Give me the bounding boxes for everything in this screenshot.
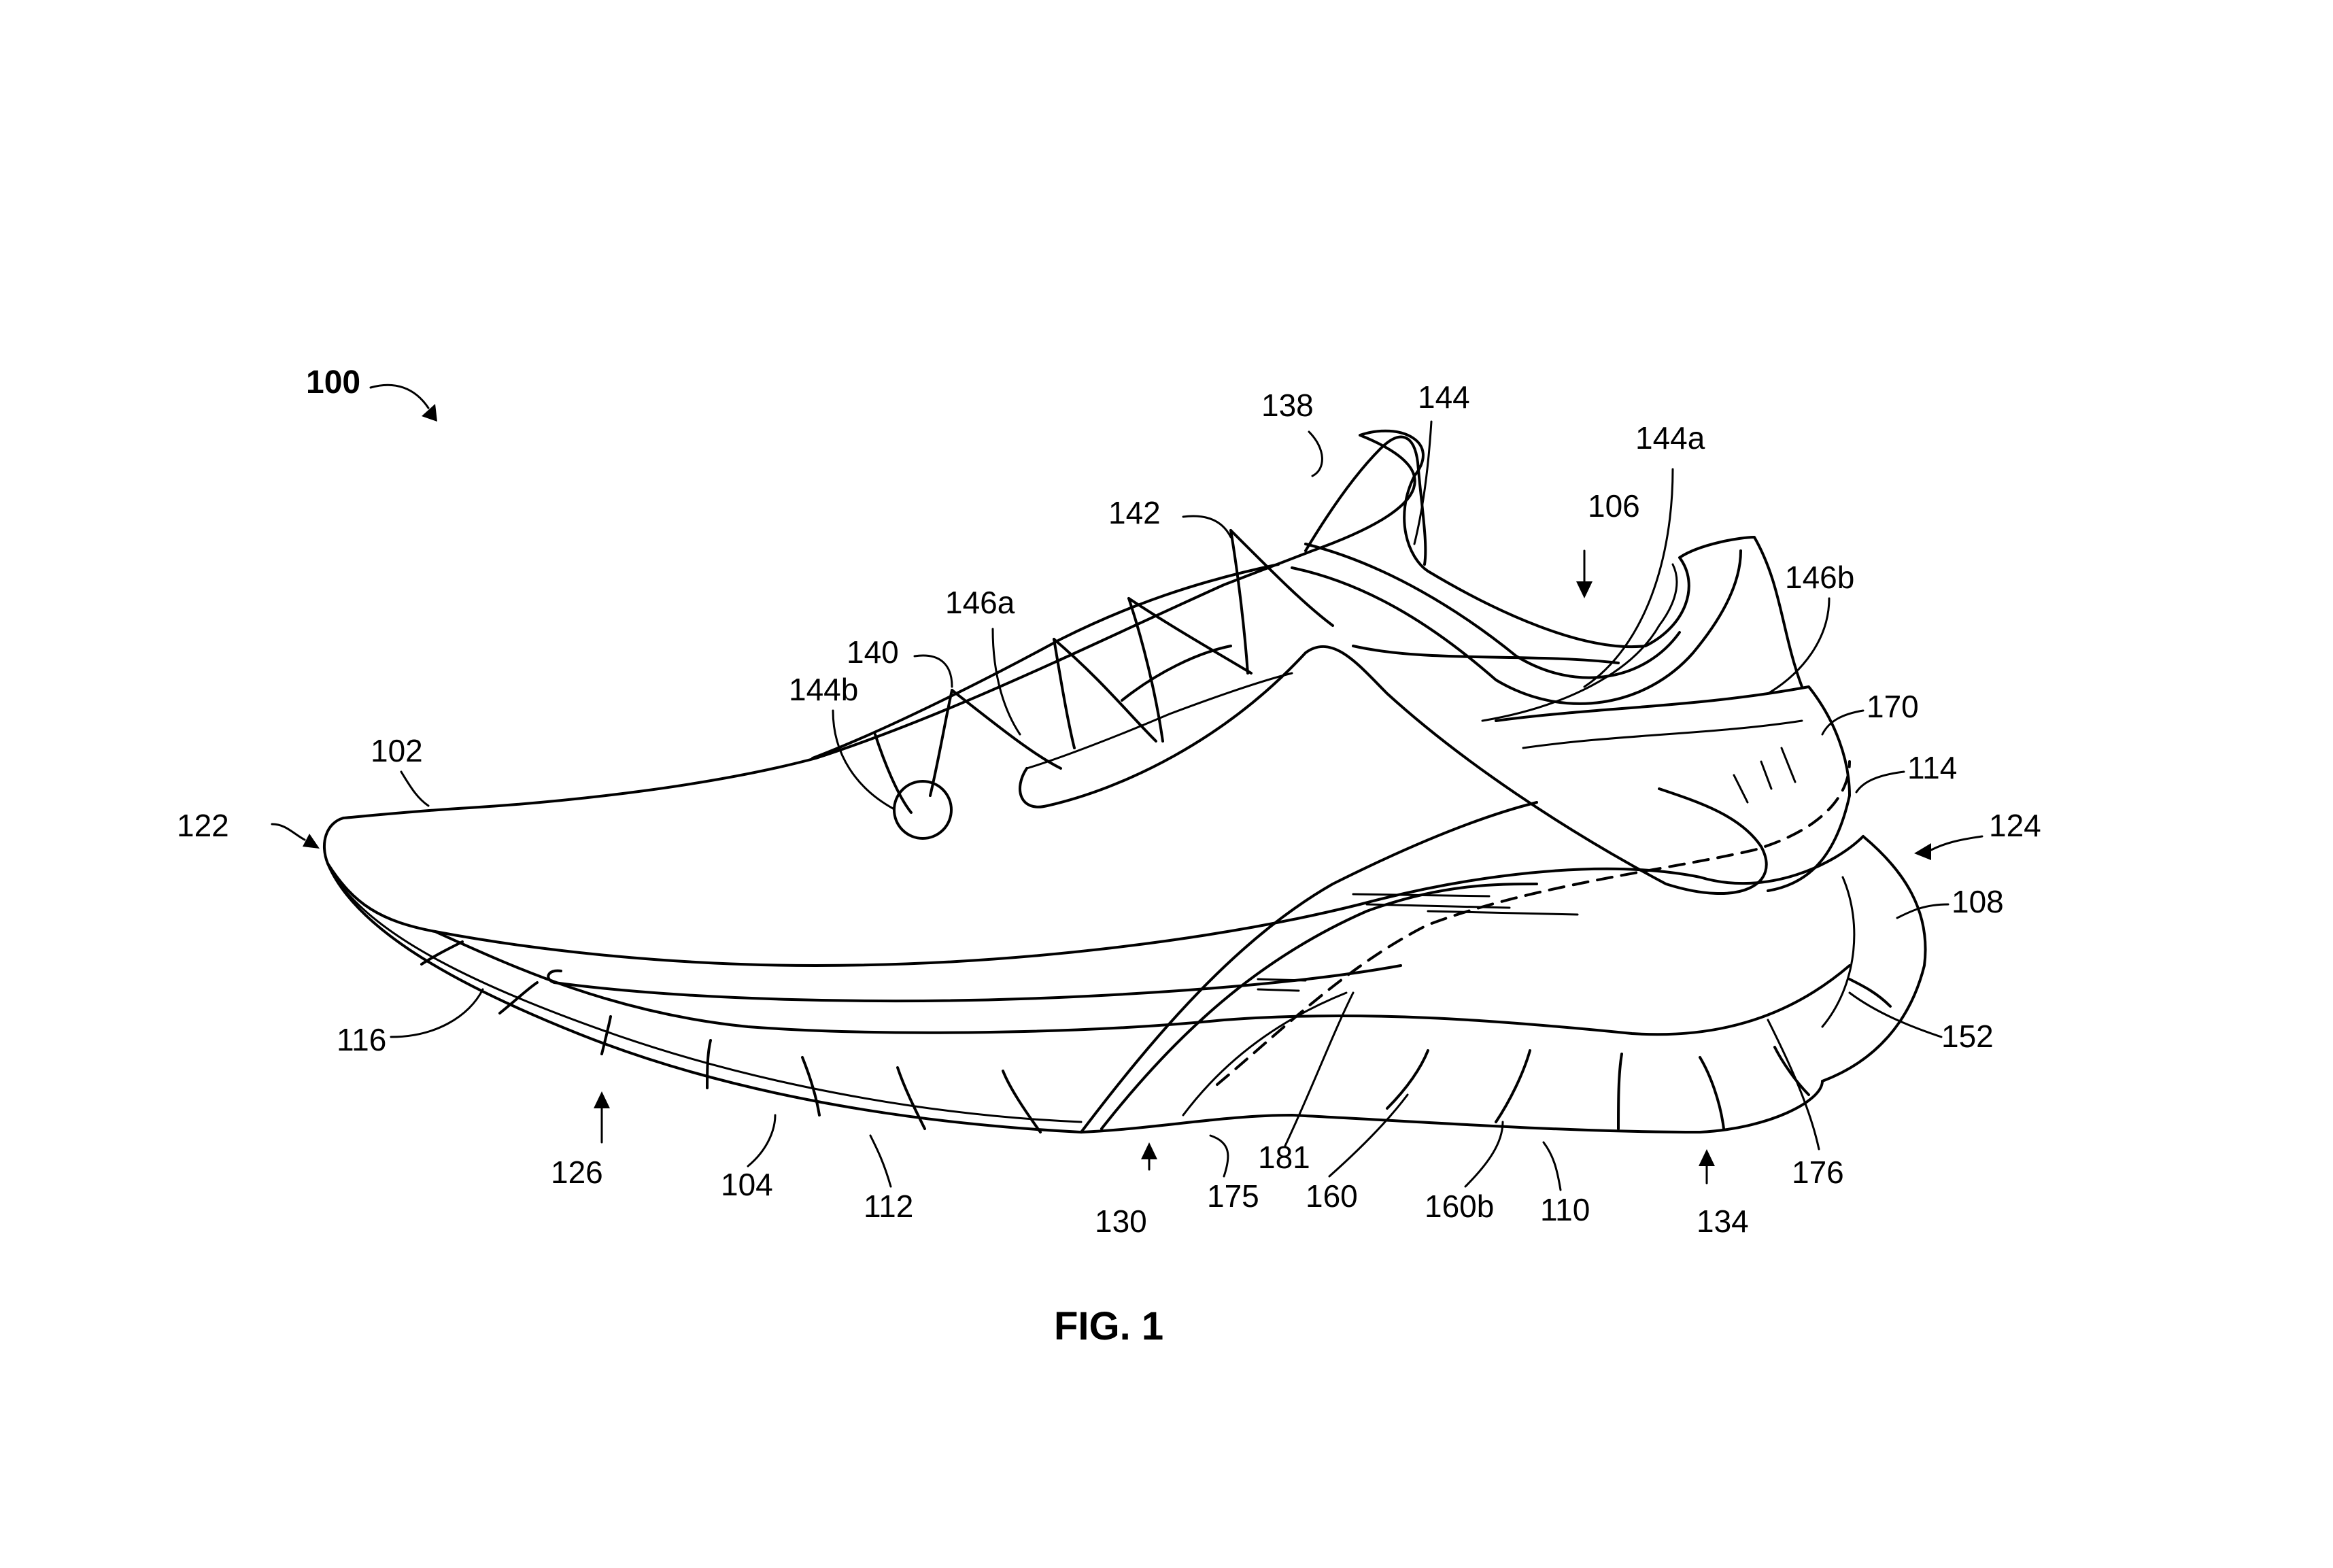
label-146a: 146a [945,585,1015,620]
tread-grooves [420,940,1892,1134]
reference-numerals: 100 102 122 116 126 104 112 130 175 181 … [177,364,2041,1239]
midsole-lower-line [434,930,1851,1036]
collar-line-3 [1481,563,1678,722]
label-124: 124 [1989,808,2041,843]
upper-outline [342,429,1803,819]
label-170: 170 [1867,689,1919,724]
label-130: 130 [1095,1204,1147,1239]
eyestay [811,563,1280,760]
label-134: 134 [1697,1204,1749,1239]
label-108: 108 [1952,884,2004,919]
figure-caption: FIG. 1 [1054,1304,1163,1348]
shoe-drawing [322,429,1927,1134]
laces [874,529,1620,814]
label-160: 160 [1306,1178,1358,1214]
label-144: 144 [1418,379,1470,415]
label-126: 126 [551,1155,603,1190]
label-102: 102 [371,733,423,768]
cradle-hatching [1257,747,1796,992]
label-142: 142 [1108,495,1161,530]
tongue [1304,435,1427,566]
toe-front [322,817,437,933]
label-175: 175 [1207,1178,1259,1214]
collar-line-1 [1291,549,1742,705]
outsole-bottom [326,862,1824,1134]
cradle-dashed [1216,760,1851,1086]
label-106: 106 [1588,488,1640,524]
heel-counter-inner [1522,719,1803,749]
cradle-plate [1080,801,1538,1134]
label-160b: 160b [1425,1189,1494,1224]
label-144a: 144a [1635,420,1705,456]
collar-line-2 [1304,543,1681,679]
lace-loop-eyelet [893,780,953,840]
label-114: 114 [1907,750,1957,785]
label-104: 104 [721,1167,773,1202]
label-140: 140 [847,634,899,670]
label-110: 110 [1540,1192,1590,1227]
outsole-bottom-inner [339,883,1083,1123]
label-100: 100 [306,364,360,400]
heel-midsole [1821,835,1927,1083]
label-146b: 146b [1785,560,1854,595]
midsole-slit [547,964,1402,1003]
label-181: 181 [1258,1140,1310,1175]
label-138: 138 [1261,388,1314,423]
heel-midsole-inner [1821,876,1856,1028]
label-152: 152 [1941,1019,1994,1054]
cradle-plate-3 [1182,991,1348,1117]
leader-lines [271,384,1983,1191]
label-176: 176 [1792,1155,1844,1190]
side-panel [1019,645,1768,895]
label-144b: 144b [789,672,858,707]
label-116: 116 [337,1022,386,1057]
midsole-top-line [434,835,1864,967]
cradle-plate-2 [1100,883,1538,1130]
heel-counter [1495,685,1851,892]
label-112: 112 [864,1189,913,1224]
label-122: 122 [177,808,229,843]
eyestay-inner [1025,672,1293,770]
